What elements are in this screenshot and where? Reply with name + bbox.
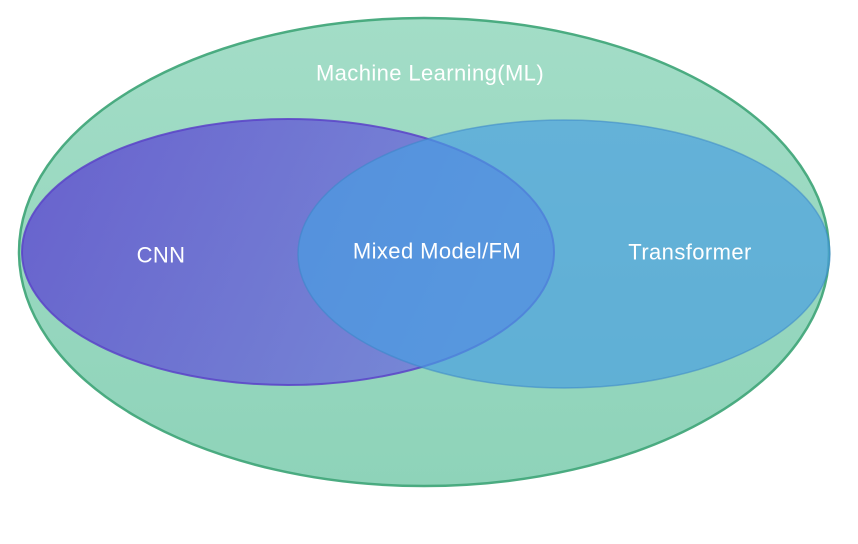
diagram-title: Machine Learning(ML) — [316, 61, 544, 86]
cnn-label: CNN — [137, 243, 186, 268]
transformer-set-outline — [297, 119, 831, 389]
transformer-set-ellipse — [298, 120, 830, 388]
transformer-label: Transformer — [628, 240, 751, 265]
intersection-label: Mixed Model/FM — [353, 239, 521, 264]
